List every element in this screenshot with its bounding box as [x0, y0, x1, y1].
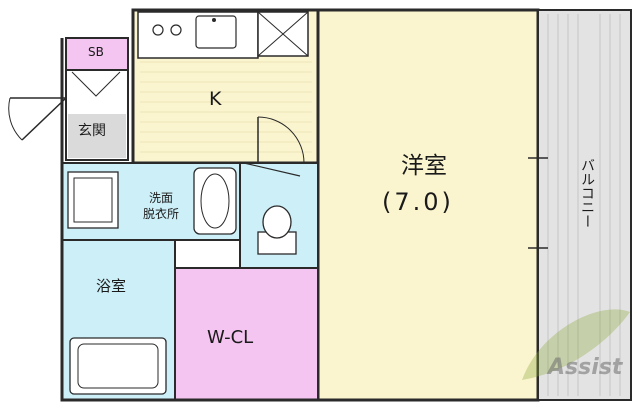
- balcony-hatch: [547, 14, 621, 396]
- faucet-icon: [212, 18, 216, 22]
- walk-in-closet-label: W-CL: [207, 327, 254, 348]
- watermark-text: Assist: [548, 355, 623, 380]
- washroom-label: 洗面 脱衣所: [142, 191, 179, 221]
- balcony-label: バルコニー: [579, 158, 595, 228]
- shoe-box-label: SB: [88, 45, 104, 59]
- stove-burner-icon: [152, 24, 164, 36]
- washbasin-icon: [193, 167, 237, 235]
- western-room-area: [316, 8, 540, 402]
- entrance-floor: [68, 114, 126, 158]
- bathroom-label: 浴室: [96, 277, 127, 295]
- toilet-door: [243, 162, 301, 177]
- toilet-bowl-icon: [262, 205, 292, 239]
- western-room-size: (7.0): [382, 188, 454, 216]
- entrance-door: [21, 97, 67, 141]
- stove-burner-icon: [170, 24, 182, 36]
- kitchen-floor-lines: [140, 61, 312, 153]
- bathtub-icon: [69, 337, 167, 395]
- walk-in-closet-area: [174, 267, 319, 401]
- washing-machine-icon: [67, 171, 119, 229]
- outer-wall: [60, 8, 538, 402]
- shoe-box-area: [65, 37, 129, 71]
- sink-icon: [195, 15, 237, 49]
- entrance-closet-door: [71, 71, 121, 97]
- western-room-label: 洋室: [401, 153, 447, 179]
- kitchen-label: K: [209, 88, 222, 110]
- balcony-area: [537, 9, 632, 401]
- watermark-leaf-icon: [522, 309, 630, 380]
- entrance-door-swing: [8, 97, 23, 141]
- entrance-label: 玄関: [78, 123, 106, 139]
- kitchen-door-swing: [257, 116, 305, 164]
